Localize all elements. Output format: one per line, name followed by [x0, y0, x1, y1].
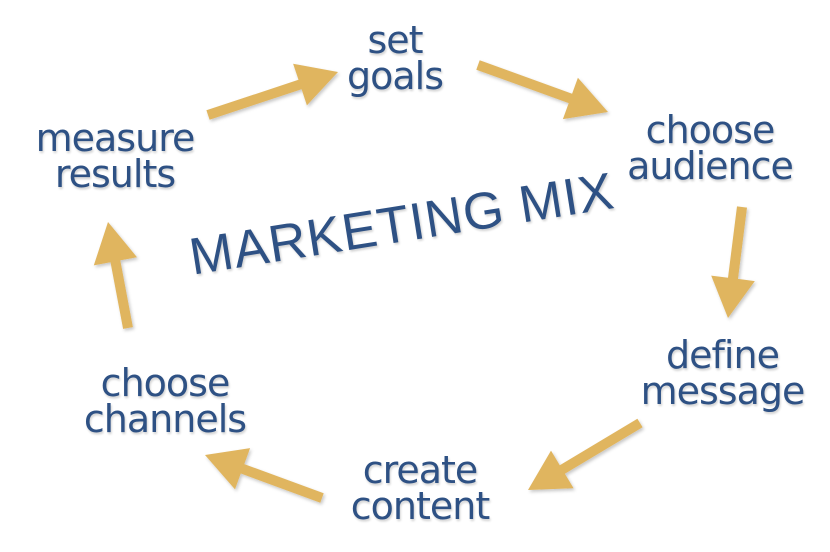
- step-line: channels: [83, 397, 247, 441]
- arrow-channels-to-measure: [93, 222, 137, 329]
- step-line: content: [350, 484, 491, 528]
- step-create-content: create content: [330, 448, 510, 528]
- step-set-goals: set goals: [330, 18, 460, 98]
- step-line: choose: [645, 108, 776, 152]
- step-line: choose: [100, 361, 231, 405]
- step-choose-audience: choose audience: [610, 108, 810, 188]
- arrow-content-to-channels: [205, 448, 324, 503]
- step-line: audience: [627, 144, 794, 188]
- step-line: set: [367, 18, 423, 62]
- step-line: goals: [346, 54, 444, 98]
- step-define-message: define message: [625, 333, 820, 413]
- step-line: measure: [35, 116, 196, 160]
- step-choose-channels: choose channels: [65, 361, 265, 441]
- arrow-message-to-content: [528, 418, 643, 490]
- step-line: message: [640, 369, 806, 413]
- step-line: create: [362, 448, 479, 492]
- step-line: results: [54, 152, 176, 196]
- arrow-audience-to-message: [711, 206, 755, 318]
- step-line: define: [666, 333, 780, 377]
- arrow-measure-to-goals: [206, 63, 338, 120]
- arrow-goals-to-audience: [476, 60, 608, 120]
- step-measure-results: measure results: [20, 116, 210, 196]
